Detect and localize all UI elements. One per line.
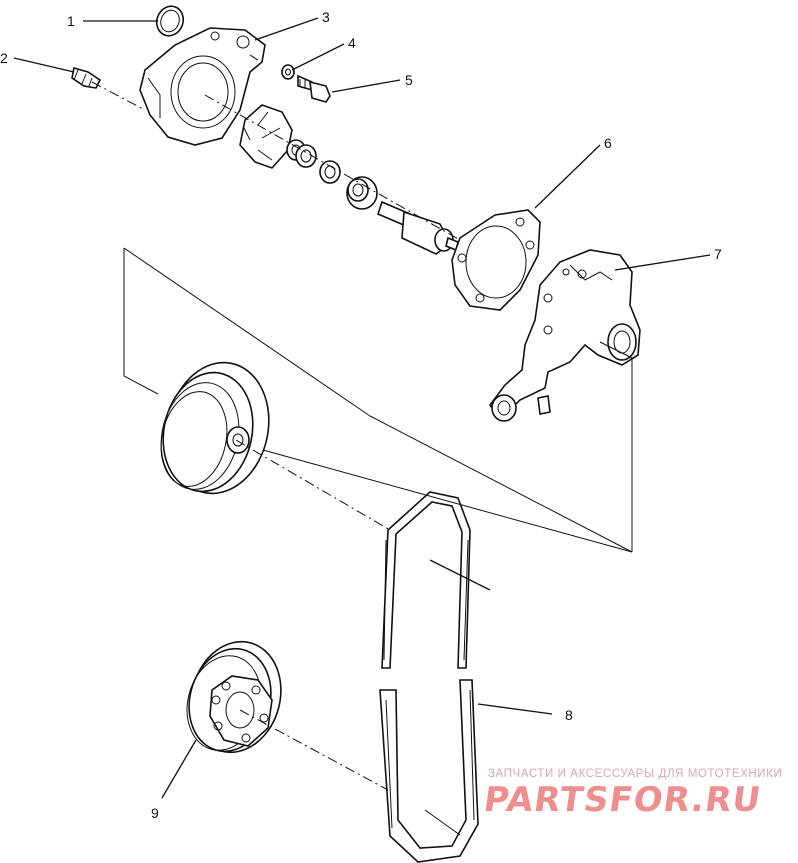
callout-8: 8 [565,707,573,723]
leader-lines [13,17,711,799]
bleed-screw [71,66,102,89]
bearing [346,176,378,210]
callout-6: 6 [604,135,612,151]
callout-7: 7 [714,246,722,262]
pump-shaft [377,200,459,255]
impeller [239,104,306,169]
assembly-centerlines [91,81,633,836]
callout-5: 5 [405,72,413,88]
watermark-tagline: ЗАПЧАСТИ И АКСЕССУАРЫ ДЛЯ МОТОТЕХНИКИ [488,768,783,780]
callout-4: 4 [348,35,356,51]
callout-2: 2 [0,50,8,66]
callout-1: 1 [67,13,75,29]
callout-labels: 1 2 3 4 5 6 7 8 9 [0,9,722,821]
callout-9: 9 [151,805,159,821]
washer [281,64,295,80]
watermark-brand: PARTSFOR.RU [481,780,764,820]
drive-belt [379,491,479,863]
o-ring [155,5,185,37]
gasket [451,209,541,311]
mechanical-seal [295,144,317,168]
pump-cover [139,27,266,146]
driven-pulley [160,361,270,495]
callout-3: 3 [322,9,330,25]
oil-seal [319,160,341,184]
bolt [297,74,331,103]
pump-body [489,249,641,422]
